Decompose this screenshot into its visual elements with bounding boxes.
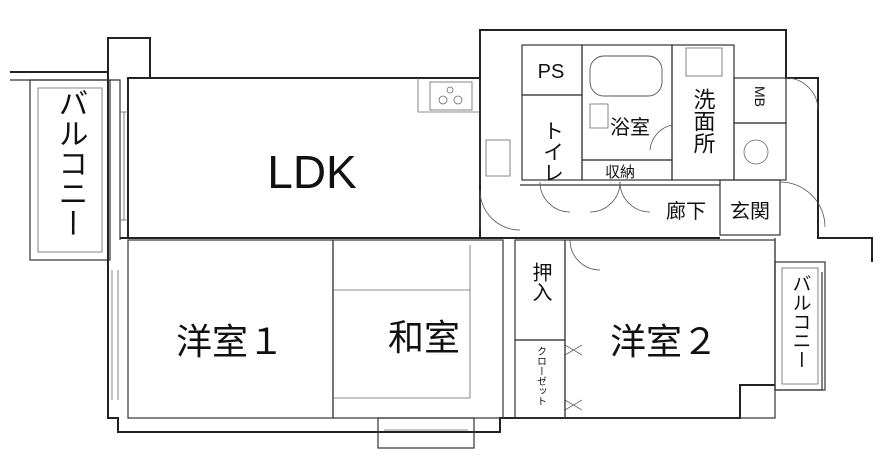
label-oshiire: 押入 (529, 262, 552, 302)
label-bath: 浴室 (610, 116, 650, 139)
label-washroom: 洗面所 (691, 88, 716, 154)
label-washitsu: 和室 (388, 317, 460, 358)
label-storage: 収納 (605, 164, 635, 181)
outer-walls (10, 29, 873, 433)
label-balcony-right: バルコニー (790, 274, 811, 369)
label-mb: MB (752, 86, 768, 107)
doors (479, 77, 826, 271)
label-entrance: 玄関 (730, 200, 770, 223)
label-toilet: トイレ (541, 120, 564, 183)
label-ldk: LDK (267, 146, 357, 198)
balcony-left (29, 79, 111, 261)
label-closet: クローゼット (535, 346, 547, 406)
label-ps: PS (538, 61, 565, 83)
label-western-room-2: 洋室２ (610, 321, 718, 362)
label-western-room-1: 洋室１ (176, 321, 284, 362)
label-corridor: 廊下 (666, 200, 706, 223)
label-balcony-left: バルコニー (54, 88, 87, 238)
interior-walls (111, 44, 787, 449)
